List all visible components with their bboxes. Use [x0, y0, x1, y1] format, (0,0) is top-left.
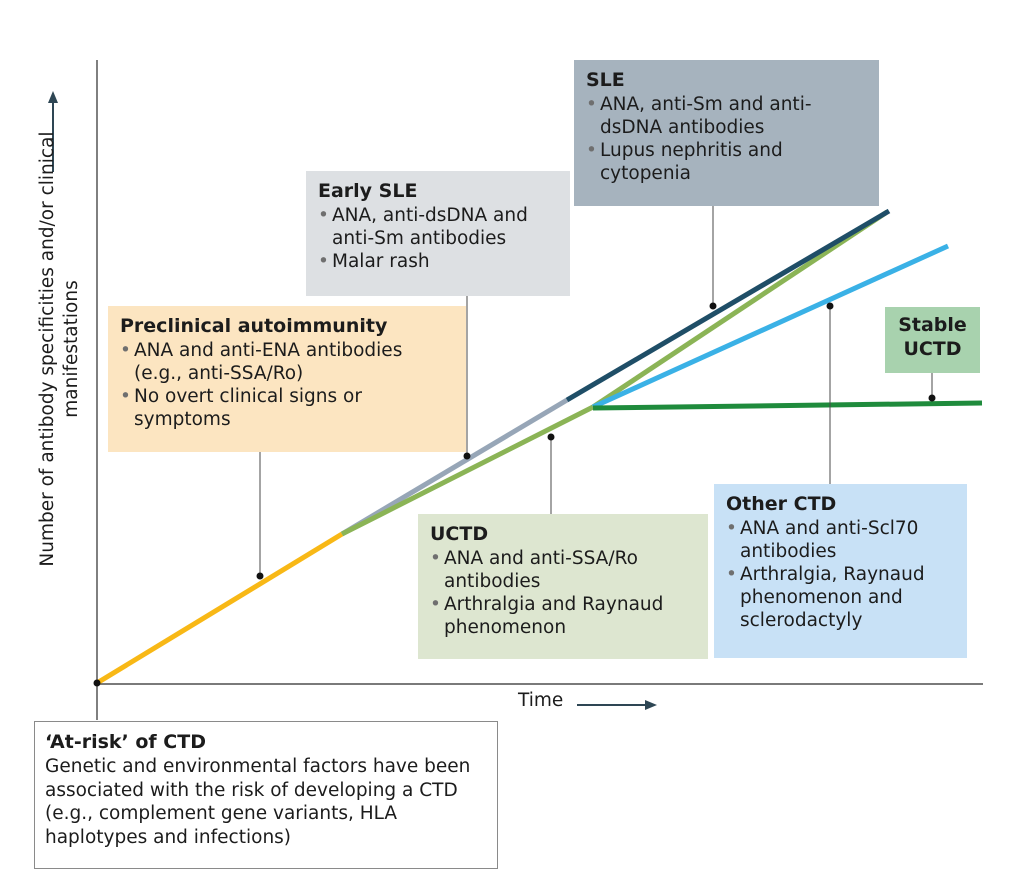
uctd-bullet: Arthralgia and Raynaud phenomenon [430, 593, 696, 639]
sle-bullet: ANA, anti-Sm and anti-dsDNA antibodies [586, 93, 867, 139]
early-sle-bullet: ANA, anti-dsDNA and anti-Sm antibodies [318, 204, 558, 250]
early-sle-bullet: Malar rash [318, 250, 558, 273]
other-ctd-box: Other CTD ANA and anti-Scl70 antibodies … [714, 484, 967, 658]
uctd-box: UCTD ANA and anti-SSA/Ro antibodies Arth… [418, 514, 708, 659]
x-axis-label: Time [518, 690, 564, 711]
uctd-dot [547, 433, 555, 441]
other-ctd-line [591, 243, 950, 410]
stable-uctd-dot [928, 394, 936, 402]
uctd-line [340, 404, 595, 537]
preclinical-line [95, 531, 344, 686]
sle-dot [709, 302, 717, 310]
at-risk-box: ‘At-risk’ of CTD Genetic and environment… [34, 721, 498, 869]
y-axis-arrow-icon [48, 91, 58, 172]
preclinical-bullet: ANA and anti-ENA antibodies (e.g., anti-… [120, 339, 454, 385]
other-ctd-bullet: ANA and anti-Scl70 antibodies [726, 517, 955, 563]
other-ctd-dot [826, 302, 834, 310]
preclinical-title: Preclinical autoimmunity [120, 315, 388, 337]
early-sle-dot [463, 452, 471, 460]
preclinical-autoimmunity-box: Preclinical autoimmunity ANA and anti-EN… [108, 306, 466, 452]
uctd-title: UCTD [430, 523, 489, 545]
preclinical-bullet: No overt clinical signs or symptoms [120, 385, 454, 431]
preclinical-dot [256, 572, 264, 580]
early-sle-title: Early SLE [318, 180, 418, 202]
other-ctd-title: Other CTD [726, 493, 837, 515]
early-sle-line [340, 397, 569, 537]
sle-bullet: Lupus nephritis and cytopenia [586, 139, 867, 185]
stable-uctd-title-line2: UCTD [903, 338, 962, 360]
origin-dot [93, 679, 101, 687]
at-risk-title: ‘At-risk’ of CTD [45, 731, 206, 753]
at-risk-text: Genetic and environmental factors have b… [45, 756, 471, 848]
early-sle-box: Early SLE ANA, anti-dsDNA and anti-Sm an… [306, 171, 570, 296]
other-ctd-bullet: Arthralgia, Raynaud phenomenon and scler… [726, 563, 955, 632]
y-axis-label: Number of antibody specificities and/or … [37, 131, 82, 567]
stable-uctd-line [592, 400, 983, 411]
uctd-bullet: ANA and anti-SSA/Ro antibodies [430, 547, 696, 593]
stable-uctd-box: Stable UCTD [885, 307, 980, 373]
sle-box: SLE ANA, anti-Sm and anti-dsDNA antibodi… [574, 60, 879, 206]
x-axis-arrow-icon [577, 700, 657, 710]
uctd-to-sle-line [591, 209, 889, 410]
sle-title: SLE [586, 69, 625, 91]
sle-line [565, 208, 891, 403]
stable-uctd-title-line1: Stable [898, 314, 967, 336]
